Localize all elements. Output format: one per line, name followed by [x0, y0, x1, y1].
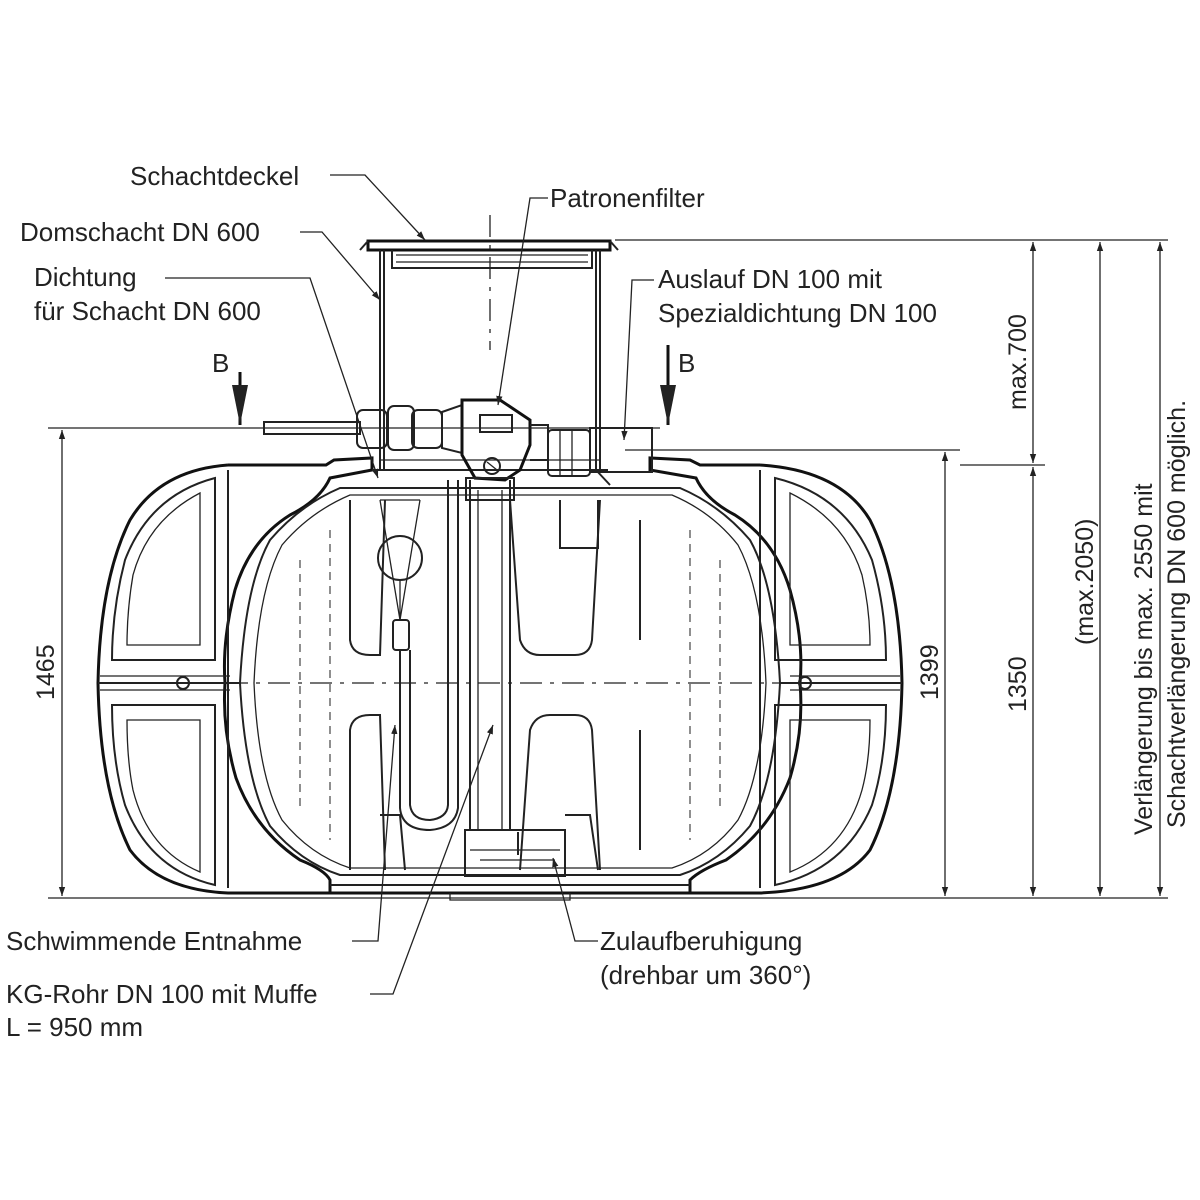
dim-text-verlaengerung-1: Verlängerung bis max. 2550 mit: [1130, 483, 1158, 835]
leader-dichtung: [165, 277, 379, 479]
leader-zulauf: [552, 857, 598, 942]
dim-text-verlaengerung-2: Schachtverlängerung DN 600 möglich.: [1163, 400, 1191, 828]
label-zulauf-2: (drehbar um 360°): [600, 960, 811, 990]
dimension-lines: [48, 239, 1168, 899]
section-label-right: B: [678, 348, 695, 378]
label-auslauf-2: Spezialdichtung DN 100: [658, 298, 937, 328]
label-schachtdeckel: Schachtdeckel: [130, 161, 299, 191]
label-dichtung-1: Dichtung: [34, 262, 137, 292]
dim-text-max700: max.700: [1004, 314, 1032, 410]
tank-body: [96, 456, 904, 901]
label-kg-rohr-1: KG-Rohr DN 100 mit Muffe: [6, 979, 318, 1009]
label-kg-rohr-2: L = 950 mm: [6, 1012, 143, 1042]
leader-lines: [165, 174, 654, 995]
internal-pipework: [377, 477, 566, 877]
domschacht-shaft: [359, 239, 619, 471]
leader-domschacht: [300, 231, 381, 301]
dim-text-1399: 1399: [916, 644, 944, 700]
label-dichtung-2: für Schacht DN 600: [34, 296, 261, 326]
label-domschacht: Domschacht DN 600: [20, 217, 260, 247]
leader-schwimmende: [352, 724, 398, 942]
label-auslauf-1: Auslauf DN 100 mit: [658, 264, 883, 294]
dimension-texts: 1465 1399 1350 max.700 (max.2050) Verlän…: [32, 314, 1191, 835]
leader-kg-rohr: [370, 724, 494, 995]
dim-text-1350: 1350: [1004, 656, 1032, 712]
leader-schachtdeckel: [330, 174, 426, 241]
leader-auslauf: [621, 279, 654, 441]
label-schwimmende-entnahme: Schwimmende Entnahme: [6, 926, 302, 956]
patronenfilter-assembly: [263, 398, 653, 486]
labels: Schachtdeckel Domschacht DN 600 Dichtung…: [6, 161, 937, 1042]
centre-lines: [100, 215, 900, 684]
section-markers: B B: [212, 345, 695, 425]
dim-text-1465: 1465: [32, 644, 60, 700]
dim-text-max2050: (max.2050): [1071, 519, 1099, 645]
label-patronenfilter: Patronenfilter: [550, 183, 705, 213]
label-zulauf-1: Zulaufberuhigung: [600, 926, 802, 956]
section-label-left: B: [212, 348, 229, 378]
leader-patronenfilter: [496, 197, 548, 406]
